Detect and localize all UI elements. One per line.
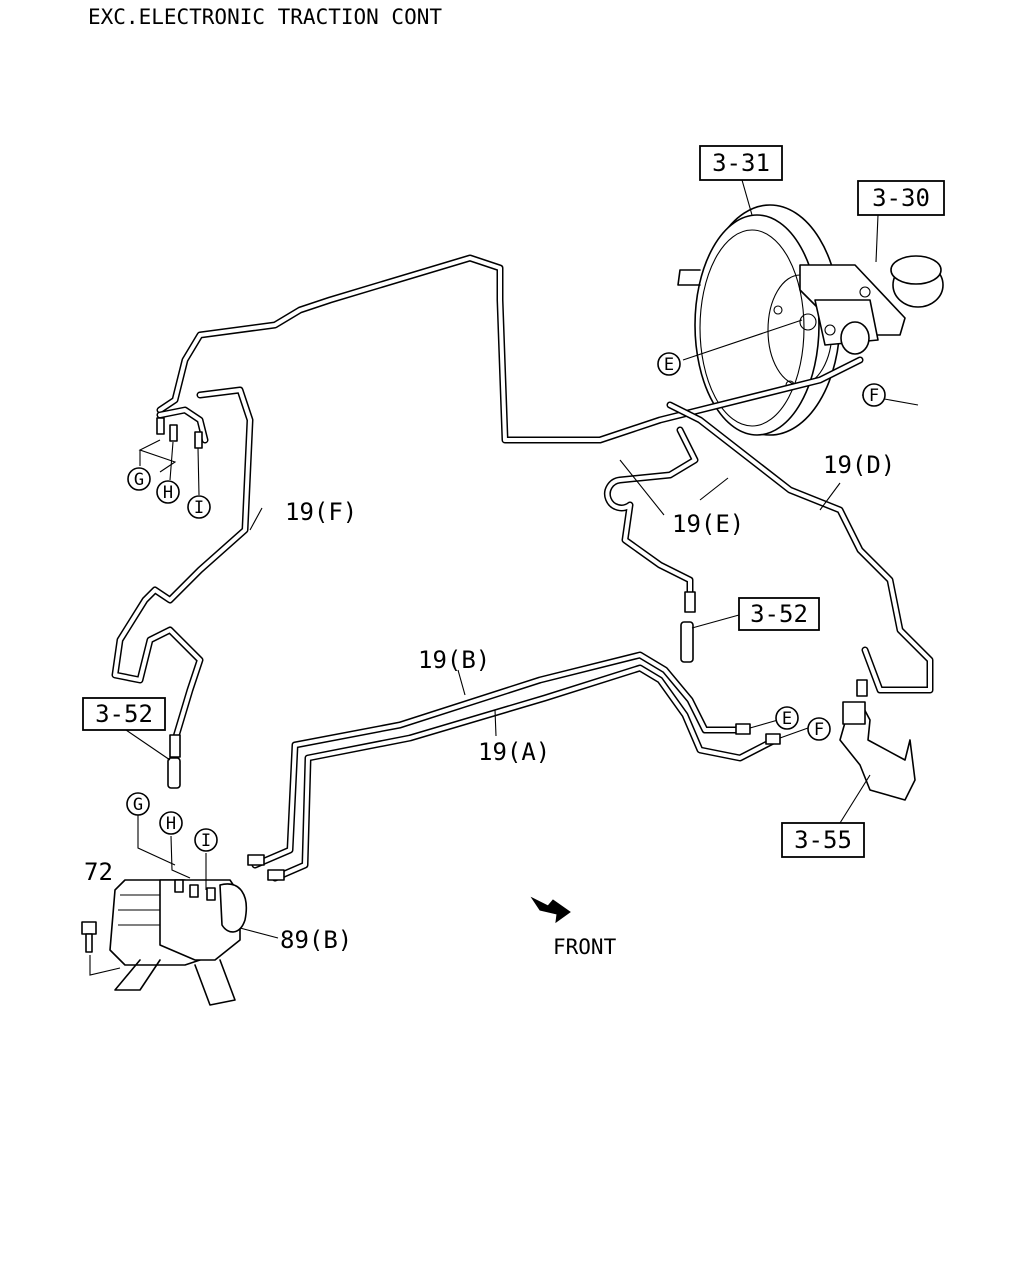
part-label-3-30: 3-30	[857, 180, 945, 216]
bracket	[839, 701, 916, 801]
front-label: FRONT	[553, 935, 617, 959]
upper-left-fittings	[138, 417, 203, 473]
abs-modulator	[109, 854, 285, 1006]
marker-g-top: G	[127, 467, 151, 491]
master-cylinder	[799, 255, 944, 355]
hose-left	[167, 734, 181, 789]
svg-text:I: I	[194, 498, 204, 518]
marker-g-bottom: G	[126, 792, 150, 816]
hose-right	[680, 591, 696, 663]
svg-text:G: G	[133, 795, 143, 815]
marker-h-bottom: H	[159, 811, 183, 835]
svg-text:H: H	[166, 814, 176, 834]
svg-text:3-52: 3-52	[750, 600, 808, 628]
part-label-72: 72	[84, 858, 113, 886]
pipe-end-fittings	[735, 679, 868, 745]
part-label-89b: 89(B)	[280, 926, 352, 954]
marker-f-top: F	[862, 383, 886, 407]
svg-text:G: G	[134, 470, 144, 490]
front-arrow-icon	[530, 896, 571, 924]
svg-text:F: F	[869, 386, 879, 406]
marker-f-bottom: F	[807, 717, 831, 741]
pipe-label-19b: 19(B)	[418, 646, 490, 674]
leader-lines	[125, 179, 919, 939]
svg-text:3-31: 3-31	[712, 149, 770, 177]
bolt-72	[81, 921, 121, 976]
part-label-3-55: 3-55	[781, 822, 865, 858]
part-label-3-31: 3-31	[699, 145, 783, 181]
marker-e-bottom: E	[775, 706, 799, 730]
pipe-19f-upper-run	[156, 254, 864, 444]
pipe-label-19e: 19(E)	[672, 510, 744, 538]
pipe-19d	[666, 401, 934, 694]
marker-i-top: I	[187, 495, 211, 519]
diagram-title: EXC.ELECTRONIC TRACTION CONT	[88, 5, 442, 29]
marker-h-top: H	[156, 480, 180, 504]
svg-text:H: H	[163, 483, 173, 503]
part-label-3-52-right: 3-52	[738, 597, 820, 631]
svg-text:3-55: 3-55	[794, 826, 852, 854]
pipe-label-19d: 19(D)	[823, 451, 895, 479]
part-label-3-52-left: 3-52	[82, 697, 166, 731]
svg-text:3-52: 3-52	[95, 700, 153, 728]
pipe-label-19f: 19(F)	[285, 498, 357, 526]
pipe-19b	[251, 651, 744, 869]
marker-e-top: E	[657, 352, 681, 376]
pipe-19a	[271, 664, 779, 882]
svg-text:E: E	[782, 709, 792, 729]
brake-booster	[677, 204, 841, 436]
marker-i-bottom: I	[194, 828, 218, 852]
svg-text:E: E	[664, 355, 674, 375]
svg-text:3-30: 3-30	[872, 184, 930, 212]
svg-text:F: F	[814, 720, 824, 740]
pipe-19e	[603, 426, 699, 599]
pipe-19f	[111, 386, 254, 744]
pipe-label-19a: 19(A)	[478, 738, 550, 766]
svg-text:I: I	[201, 831, 211, 851]
